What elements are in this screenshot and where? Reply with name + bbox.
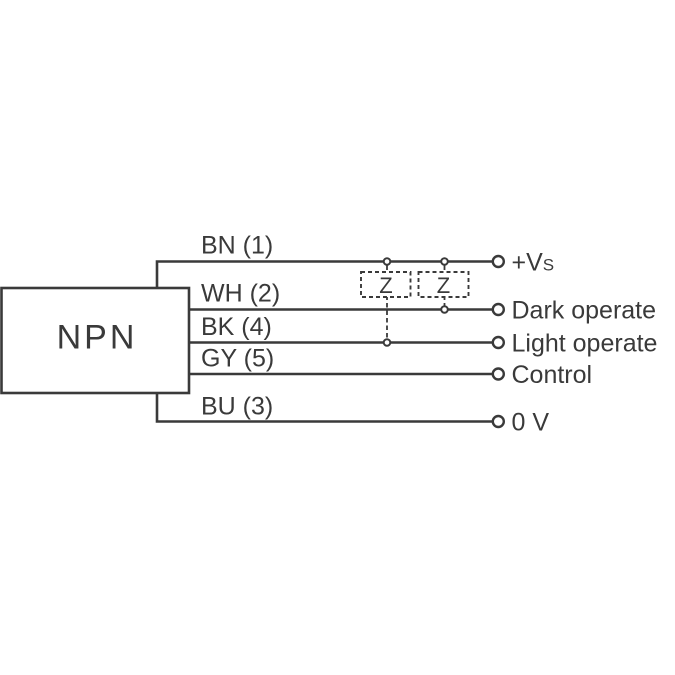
terminal-label-vs: +VS [512,249,555,277]
terminal-label-dark-operate: Dark operate [512,297,657,325]
junction-dot-dark [440,305,449,314]
impedance-box-2 [417,271,470,298]
terminal-label-0v: 0 V [512,409,550,437]
impedance-symbol-1: Z [379,273,392,298]
junction-dot-vs-1 [382,257,392,266]
wire-bu [155,393,493,423]
wire-label-bk: BK (4) [201,313,272,341]
terminal-label-control: Control [512,361,593,389]
terminal-circle-0v [491,414,505,429]
terminal-label-light-operate: Light operate [512,330,658,358]
terminal-label-vs-subscript: S [543,256,554,275]
terminal-circle-control [491,367,505,381]
terminal-circle-light-operate [491,335,505,350]
terminal-label-vs-main: +V [512,249,544,277]
wire-label-gy: GY (5) [201,345,274,373]
device-box [0,286,191,395]
wire-bn [155,260,493,288]
wire-label-wh: WH (2) [201,280,280,308]
device-label: NPN [57,319,138,357]
junction-dot-light [382,338,392,347]
wire-label-bn: BN (1) [201,232,273,260]
impedance-box-1 [360,271,412,298]
wire-label-bu: BU (3) [201,393,273,421]
junction-dot-vs-2 [440,257,449,266]
impedance-symbol-2: Z [437,273,450,298]
terminal-circle-vs [491,254,505,269]
terminal-circle-dark-operate [491,302,505,317]
